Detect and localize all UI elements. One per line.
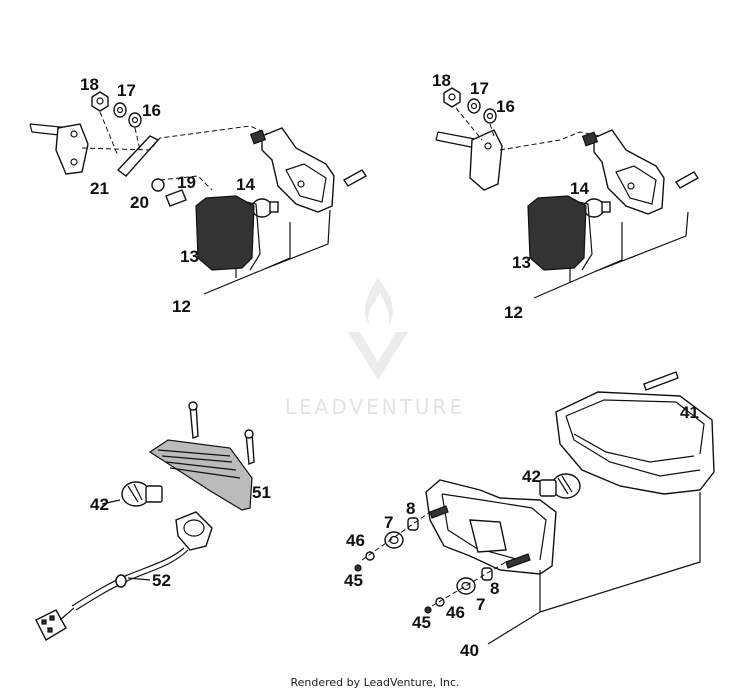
lens-13 [195,195,255,271]
callout-13: 13 [180,247,199,266]
callout-16-b: 16 [496,97,515,116]
callout-52: 52 [152,571,171,590]
lock-washer-17 [113,102,127,118]
nut-18 [91,91,109,112]
callout-14: 14 [236,175,255,194]
callout-14-b: 14 [570,179,589,198]
callout-17: 17 [117,81,136,100]
callout-20: 20 [130,193,149,212]
callout-46-a: 46 [346,531,365,550]
callout-12: 12 [172,297,191,316]
footer-credit: Rendered by LeadVenture, Inc. [290,676,460,689]
bolt-19 [165,189,187,207]
washer-45-b [424,606,432,614]
callout-18-b: 18 [432,71,451,90]
grommet-7-b [456,577,476,595]
spacer-8-b [481,567,493,581]
mount-plate-21 [55,123,89,175]
socket [175,511,213,551]
bulb-14 [251,198,273,218]
tail-light-assembly: 41 42 7 8 46 45 8 7 46 45 40 [344,371,715,660]
grommet-7-a [384,531,404,549]
callout-40: 40 [460,641,479,660]
bulb-14-b [583,198,605,218]
leadventure-watermark: LEADVENTURE [285,278,465,419]
callout-42-c: 42 [90,495,109,514]
signal-housing-b [593,129,665,215]
connector [35,609,67,641]
bracket [116,135,160,177]
callout-16: 16 [142,101,161,120]
callout-41: 41 [680,403,699,422]
turn-signal-assembly-left: 18 17 16 21 20 19 14 13 12 [29,75,368,316]
brake-light-assembly: 42 51 52 [35,401,271,641]
callout-42-d: 42 [522,467,541,486]
washer-20 [151,178,165,192]
nut-46-a [365,551,375,561]
callout-46-b: 46 [446,603,465,622]
callout-45-a: 45 [344,571,363,590]
callout-13-b: 13 [512,253,531,272]
callout-19: 19 [177,173,196,192]
lens-13-b [527,195,587,271]
watermark-text: LEADVENTURE [285,395,465,419]
callout-17-b: 17 [470,79,489,98]
callout-51: 51 [252,483,271,502]
callout-7-a: 7 [384,513,393,532]
washer-16 [128,112,142,128]
washer-45-a [354,564,362,572]
washer-16-b [483,108,497,124]
signal-housing [261,127,335,213]
lock-washer-17-b [467,98,481,114]
callout-7-b: 7 [476,595,485,614]
callout-21: 21 [90,179,109,198]
mount-plate [469,129,503,191]
turn-signal-assembly-right: 18 17 16 14 13 12 [432,71,700,322]
nut-18-b [443,87,461,108]
lens-41 [555,391,715,495]
callout-8-b: 8 [490,579,499,598]
spacer-8-a [407,517,419,531]
callout-45-b: 45 [412,613,431,632]
callout-8-a: 8 [406,499,415,518]
callout-18: 18 [80,75,99,94]
callout-12-b: 12 [504,303,523,322]
